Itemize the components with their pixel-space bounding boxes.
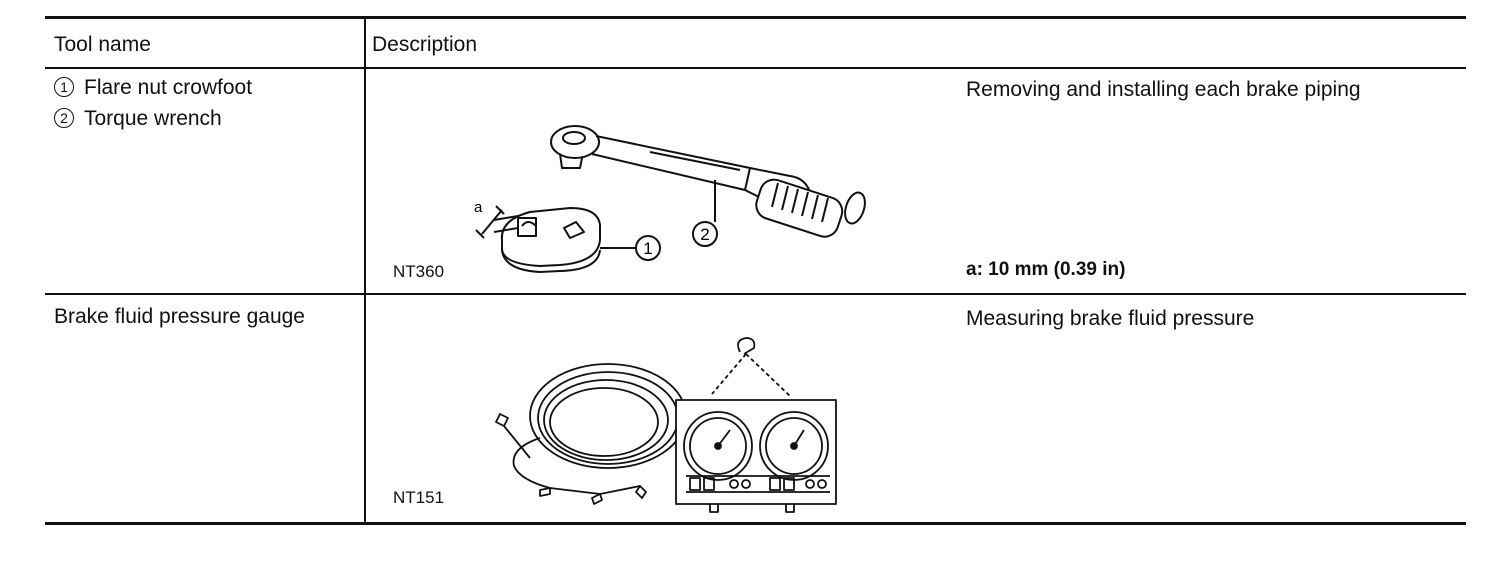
tool-item-torque-wrench: 2 Torque wrench (54, 107, 222, 131)
item-number-1: 1 (54, 77, 74, 97)
table-bottom-rule (45, 522, 1466, 525)
callout-crowfoot-number: 1 (643, 239, 652, 258)
pressure-gauge-illustration (495, 337, 837, 513)
tool-name-crowfoot: Flare nut crowfoot (84, 76, 253, 99)
callout-wrench-number: 2 (700, 225, 709, 244)
description-fluid-pressure: Measuring brake fluid pressure (966, 307, 1255, 330)
figure-code-nt151: NT151 (393, 488, 445, 507)
column-divider (364, 16, 366, 525)
dimension-note: a: 10 mm (0.39 in) (966, 259, 1126, 280)
tool-name-pressure-gauge: Brake fluid pressure gauge (54, 305, 305, 328)
item-number-2: 2 (54, 108, 74, 128)
figure-code-nt360: NT360 (393, 262, 445, 281)
tool-name-torque-wrench: Torque wrench (84, 107, 222, 130)
row-divider-rule (45, 293, 1466, 295)
torque-wrench-crowfoot-illustration: 2 1 a (474, 125, 866, 273)
description-brake-piping: Removing and installing each brake pipin… (966, 78, 1361, 101)
header-description: Description (372, 33, 478, 56)
table-top-rule (45, 16, 1466, 19)
header-tool-name: Tool name (54, 33, 151, 56)
dimension-label-a: a (474, 199, 483, 216)
header-bottom-rule (45, 67, 1466, 69)
tool-item-crowfoot: 1 Flare nut crowfoot (54, 76, 252, 100)
